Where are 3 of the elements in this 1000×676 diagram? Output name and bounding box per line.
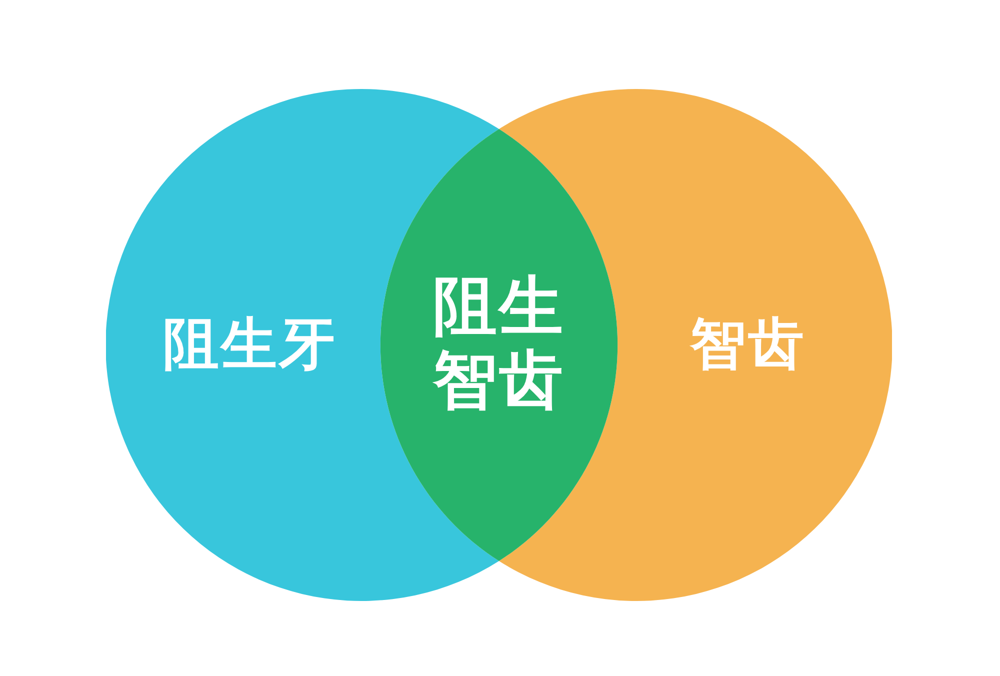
venn-label: 智齿 [690, 312, 806, 378]
venn-label: 阻生牙 [163, 312, 337, 378]
venn-label: 阻生智齿 [432, 271, 566, 419]
